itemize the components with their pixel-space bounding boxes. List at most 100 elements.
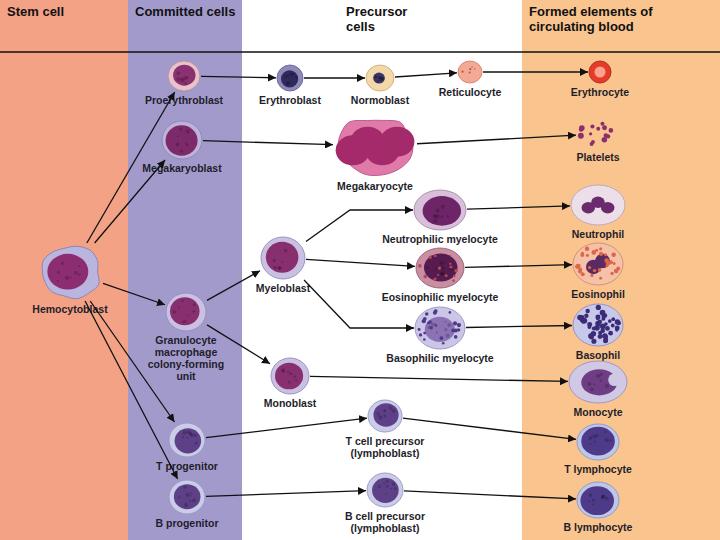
cell-part — [386, 485, 389, 488]
cell-part — [596, 305, 601, 310]
cell-part — [604, 258, 609, 263]
cell-part — [176, 143, 179, 146]
cell-part — [611, 317, 615, 321]
cell-part — [261, 237, 305, 279]
cell-illustration — [572, 303, 624, 347]
cell-label: Eosinophil — [571, 288, 625, 300]
cell-part — [183, 81, 185, 83]
cell-part — [378, 485, 381, 488]
cell-part — [271, 358, 309, 394]
cell-part — [600, 379, 602, 381]
cell-part — [449, 266, 452, 269]
cell-part — [186, 430, 190, 434]
cell-part — [372, 478, 399, 503]
cell-part — [424, 254, 458, 282]
cell-part — [380, 127, 414, 157]
cell-part — [449, 263, 451, 265]
cell-part — [588, 500, 590, 502]
cell-part — [445, 333, 449, 337]
cell-part — [433, 278, 436, 281]
cell-part — [588, 436, 592, 440]
cell-part — [598, 334, 603, 339]
cell-node: Basophil — [572, 303, 624, 347]
cell-part — [182, 430, 186, 434]
cell-part — [189, 500, 191, 502]
cell-part — [608, 373, 621, 386]
cell-part — [373, 73, 385, 84]
cell-node: Megakaryoblast — [161, 120, 203, 160]
cell-illustration — [276, 64, 304, 92]
cell-part — [602, 333, 608, 339]
cell-part — [592, 327, 596, 331]
cell-part — [441, 205, 445, 209]
cell-part — [601, 497, 603, 499]
cell-part — [589, 493, 593, 497]
cell-part — [581, 427, 615, 456]
cell-part — [162, 121, 202, 159]
cell-node: B cell precursor (lymphoblast) — [366, 472, 404, 508]
cell-part — [169, 423, 205, 457]
cell-part — [290, 73, 292, 75]
cell-part — [281, 369, 285, 373]
cell-part — [596, 434, 599, 437]
cell-part — [179, 128, 182, 131]
cell-part — [78, 273, 81, 276]
cell-part — [608, 319, 612, 323]
cell-part — [580, 486, 614, 515]
cell-part — [373, 403, 398, 427]
cell-label: Reticulocyte — [439, 86, 501, 98]
cell-part — [42, 246, 99, 299]
cell-part — [592, 503, 594, 505]
cell-node: Neutrophilic myelocyte — [413, 189, 467, 231]
cell-part — [587, 382, 591, 386]
cell-part — [616, 267, 620, 271]
cell-part — [585, 247, 590, 252]
cell-label: B cell precursor (lymphoblast) — [333, 510, 437, 534]
cell-part — [423, 196, 461, 226]
cell-part — [374, 75, 377, 78]
cell-part — [442, 342, 445, 345]
cell-label: Myeloblast — [256, 282, 310, 294]
cell-part — [287, 75, 289, 77]
cell-label: Basophilic myelocyte — [386, 352, 493, 364]
cell-part — [595, 67, 606, 78]
cell-part — [577, 424, 619, 460]
column-heading: Stem cell — [7, 4, 122, 19]
column-band: Committed cellsProerythroblastMegakaryob… — [128, 0, 242, 540]
cell-part — [295, 76, 298, 79]
cell-illustration — [415, 247, 465, 289]
cell-part — [375, 75, 378, 78]
cell-part — [65, 276, 69, 280]
cell-part — [452, 279, 455, 282]
cell-part — [440, 271, 444, 275]
cell-part — [605, 326, 610, 331]
cell-part — [381, 77, 384, 80]
cell-part — [70, 277, 72, 279]
cell-part — [573, 304, 623, 346]
cell-part — [186, 437, 188, 439]
cell-part — [573, 243, 623, 285]
cell-part — [78, 265, 80, 267]
cell-part — [590, 387, 594, 391]
cell-part — [440, 216, 443, 219]
cell-label: Erythrocyte — [571, 86, 629, 98]
cell-illustration — [570, 184, 626, 226]
cell-node: B progenitor — [168, 479, 206, 515]
cell-part — [47, 254, 88, 290]
cell-part — [392, 482, 396, 486]
cell-part — [582, 318, 587, 323]
cell-illustration — [165, 292, 207, 332]
cell-label: Basophil — [576, 349, 620, 361]
cell-part — [598, 320, 602, 324]
cell-part — [376, 412, 378, 414]
cell-part — [192, 310, 195, 313]
arrow-connector — [395, 73, 457, 77]
cell-illustration — [576, 423, 620, 461]
cell-part — [569, 361, 627, 403]
cell-part — [471, 66, 472, 67]
cell-part — [454, 335, 458, 339]
cell-label: B lymphocyte — [564, 521, 633, 533]
column-heading: Committed cells — [135, 4, 236, 19]
cell-label: Normoblast — [351, 94, 409, 106]
cell-part — [613, 262, 616, 265]
